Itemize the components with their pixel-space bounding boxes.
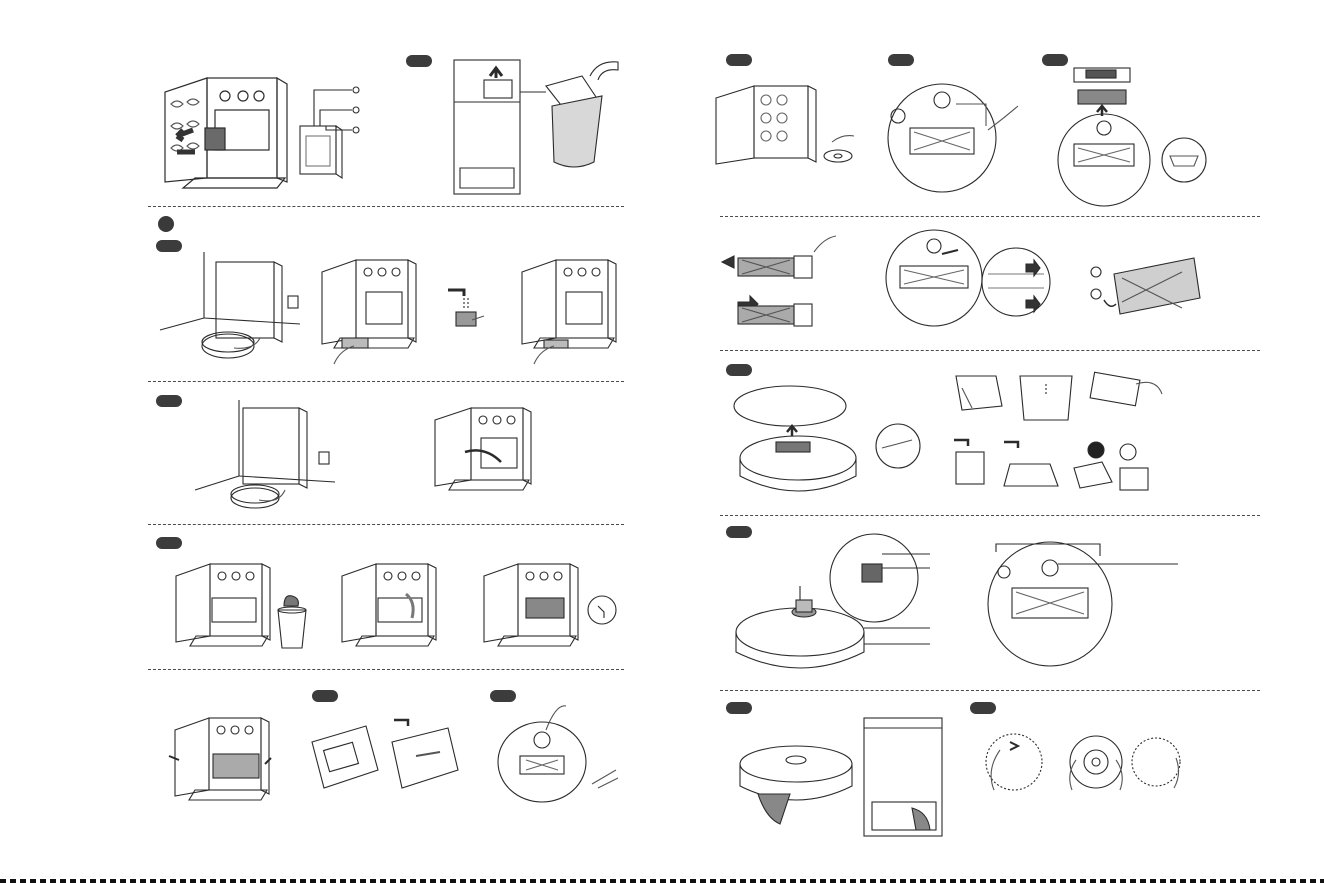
section-divider [148, 381, 624, 382]
robot-underside-side-brush-illustration [884, 76, 1024, 196]
step-badge [156, 537, 182, 549]
door-pattern [171, 99, 199, 151]
dustbin-filter-cleaning-illustration [950, 368, 1172, 498]
step-badge [156, 395, 182, 407]
station-open-hose-illustration [425, 402, 535, 498]
section-divider [720, 216, 1260, 217]
station-bag-remove-illustration [170, 558, 320, 654]
brush-disassembly-illustration [718, 232, 838, 332]
step-badge [406, 55, 432, 67]
station-placement-robot-docking-illustration [195, 400, 335, 518]
step-badge [726, 702, 752, 714]
station-mop-pads-illustration [710, 80, 860, 190]
manual-page-right [662, 0, 1324, 883]
step-badge [888, 54, 914, 66]
tank-callouts-illustration [296, 86, 366, 182]
station-setup-robot-docking-illustration [160, 252, 300, 370]
robot-main-brush-removal-illustration [1052, 64, 1222, 194]
station-bag-replace-illustration [336, 558, 446, 654]
mop-pad-replacement-illustration [984, 726, 1184, 802]
tray-filter-cleaning-illustration [306, 718, 466, 798]
robot-sensors-callouts-illustration [734, 528, 934, 680]
section-divider [148, 669, 624, 670]
step-badge [726, 54, 752, 66]
step-badge [312, 690, 338, 702]
section-marker [158, 216, 174, 232]
step-badge [726, 364, 752, 376]
brush-cover-rotate-illustration [1088, 250, 1208, 320]
section-divider [720, 350, 1260, 351]
base-station-open-tank-removal-illustration [155, 70, 295, 190]
section-divider [720, 690, 1260, 691]
section-divider [148, 524, 624, 525]
robot-underside-callouts-illustration [982, 540, 1182, 670]
robot-wipe-illustration [736, 740, 856, 836]
station-door-close-illustration [165, 712, 275, 808]
tray-rinse-under-tap-illustration [446, 284, 486, 334]
station-tray-reinstall-illustration [510, 254, 620, 370]
robot-brush-latch-detail-illustration [876, 226, 1066, 326]
station-bag-lock-detail-illustration [478, 558, 618, 654]
manual-page-left [0, 0, 662, 883]
station-open-tray-illustration [310, 254, 420, 370]
robot-top-cover-dustbin-illustration [732, 378, 932, 503]
section-divider [148, 206, 624, 207]
step-badge [970, 702, 996, 714]
step-badge [156, 240, 182, 252]
station-interior-wipe-illustration [862, 716, 946, 838]
robot-brush-cleaning-illustration [492, 700, 632, 810]
page-bottom-edge [0, 879, 1324, 883]
dust-bag-lift-illustration [450, 56, 625, 198]
section-divider [720, 515, 1260, 516]
